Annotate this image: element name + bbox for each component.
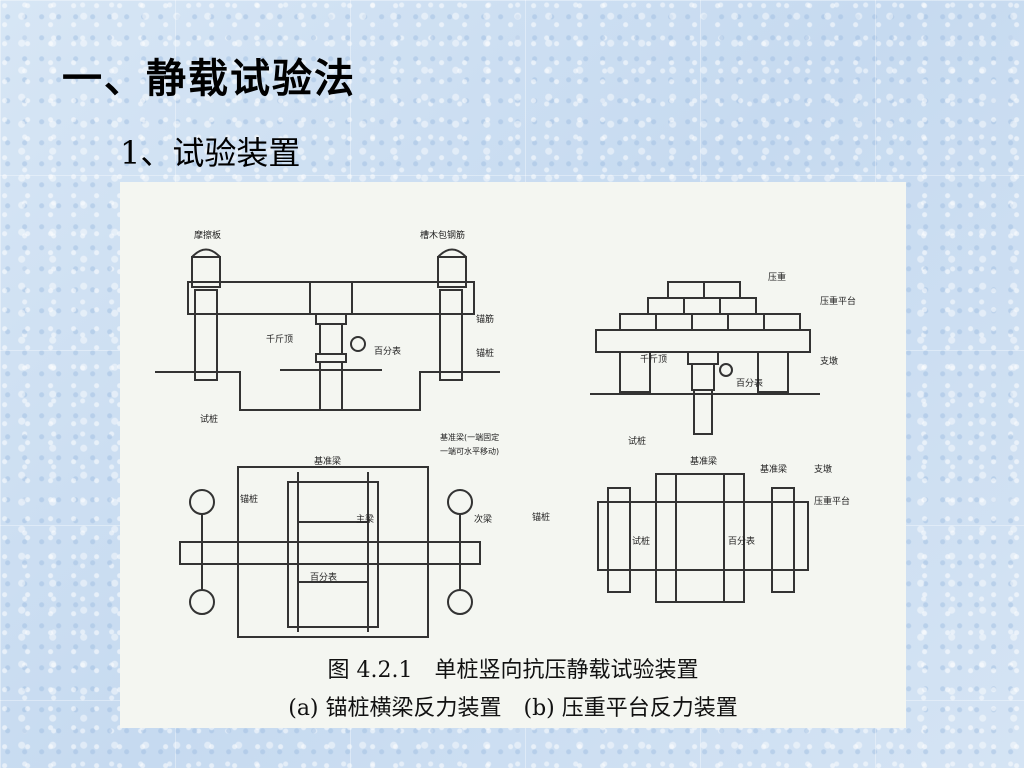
label-a-dial-gauge: 百分表 — [374, 345, 401, 357]
label-b-support-plan: 支墩 — [814, 463, 832, 475]
label-a-ref-beam: 基准梁 — [314, 455, 341, 467]
label-a-jack: 千斤顶 — [266, 334, 293, 345]
label-b-dial-plan: 百分表 — [728, 535, 755, 547]
label-a-anchor-piles-group: 锚桩 — [532, 511, 550, 523]
label-a-secondary-beam: 次梁 — [474, 513, 492, 525]
diagram-b-plan — [597, 473, 809, 603]
figure-caption-line1: 图 4.2.1 单桩竖向抗压静载试验装置 — [327, 658, 699, 683]
label-b-dial-gauge: 百分表 — [736, 377, 763, 389]
label-a-test-pile: 试桩 — [200, 413, 218, 425]
diagram-a-plan-labels: 基准梁 基准梁(一端固定 一端可水平移动) 锚桩 主梁 次梁 百分表 锚桩 — [240, 432, 550, 583]
diagram-b-plan-labels: 基准梁 支墩 压重平台 试桩 百分表 — [632, 463, 850, 547]
diagram-a-labels: 摩擦板 槽木包钢筋 千斤顶 百分表 锚筋 锚桩 试桩 — [194, 229, 494, 425]
label-b-weight: 压重 — [768, 271, 786, 283]
label-b-support: 支墩 — [820, 355, 838, 367]
label-a-ref-note-1: 基准梁(一端固定 — [440, 432, 499, 442]
diagram-b-labels: 压重 压重平台 千斤顶 支墩 百分表 试桩 基准梁 — [628, 271, 856, 467]
diagram-a-plan — [179, 466, 481, 638]
label-a-anchor-pile: 锚桩 — [476, 347, 494, 359]
label-b-ref-beam-plan: 基准梁 — [760, 463, 787, 475]
slide-title: 一、静载试验法 — [62, 56, 356, 102]
label-b-ref-beam: 基准梁 — [690, 455, 717, 467]
diagram-a-elevation — [155, 248, 500, 411]
label-a-main-beam: 主梁 — [356, 513, 374, 525]
label-a-anchor-bar: 锚筋 — [476, 313, 494, 325]
label-a-anchor-pile-plan: 锚桩 — [240, 493, 258, 505]
slide-subtitle: 1、试验装置 — [120, 134, 301, 172]
figure-caption-line2: (a) 锚桩横梁反力装置 (b) 压重平台反力装置 — [288, 696, 738, 721]
diagram-b-elevation — [590, 281, 820, 435]
label-a-dial-plan: 百分表 — [310, 571, 337, 583]
test-setup-figure: 摩擦板 槽木包钢筋 千斤顶 百分表 锚筋 锚桩 试桩 基准梁 基准梁(一端固定 — [120, 182, 906, 728]
label-b-test-pile-plan: 试桩 — [632, 535, 650, 547]
setup-drawing: 摩擦板 槽木包钢筋 千斤顶 百分表 锚筋 锚桩 试桩 基准梁 基准梁(一端固定 — [155, 229, 856, 638]
label-b-platform-plan: 压重平台 — [814, 495, 850, 507]
label-b-jack: 千斤顶 — [640, 354, 667, 365]
label-b-test-pile: 试桩 — [628, 435, 646, 447]
label-a-hoop: 槽木包钢筋 — [420, 229, 465, 241]
label-a-anchor-plate: 摩擦板 — [194, 229, 221, 241]
label-b-platform: 压重平台 — [820, 295, 856, 307]
label-a-ref-note-2: 一端可水平移动) — [440, 446, 499, 456]
